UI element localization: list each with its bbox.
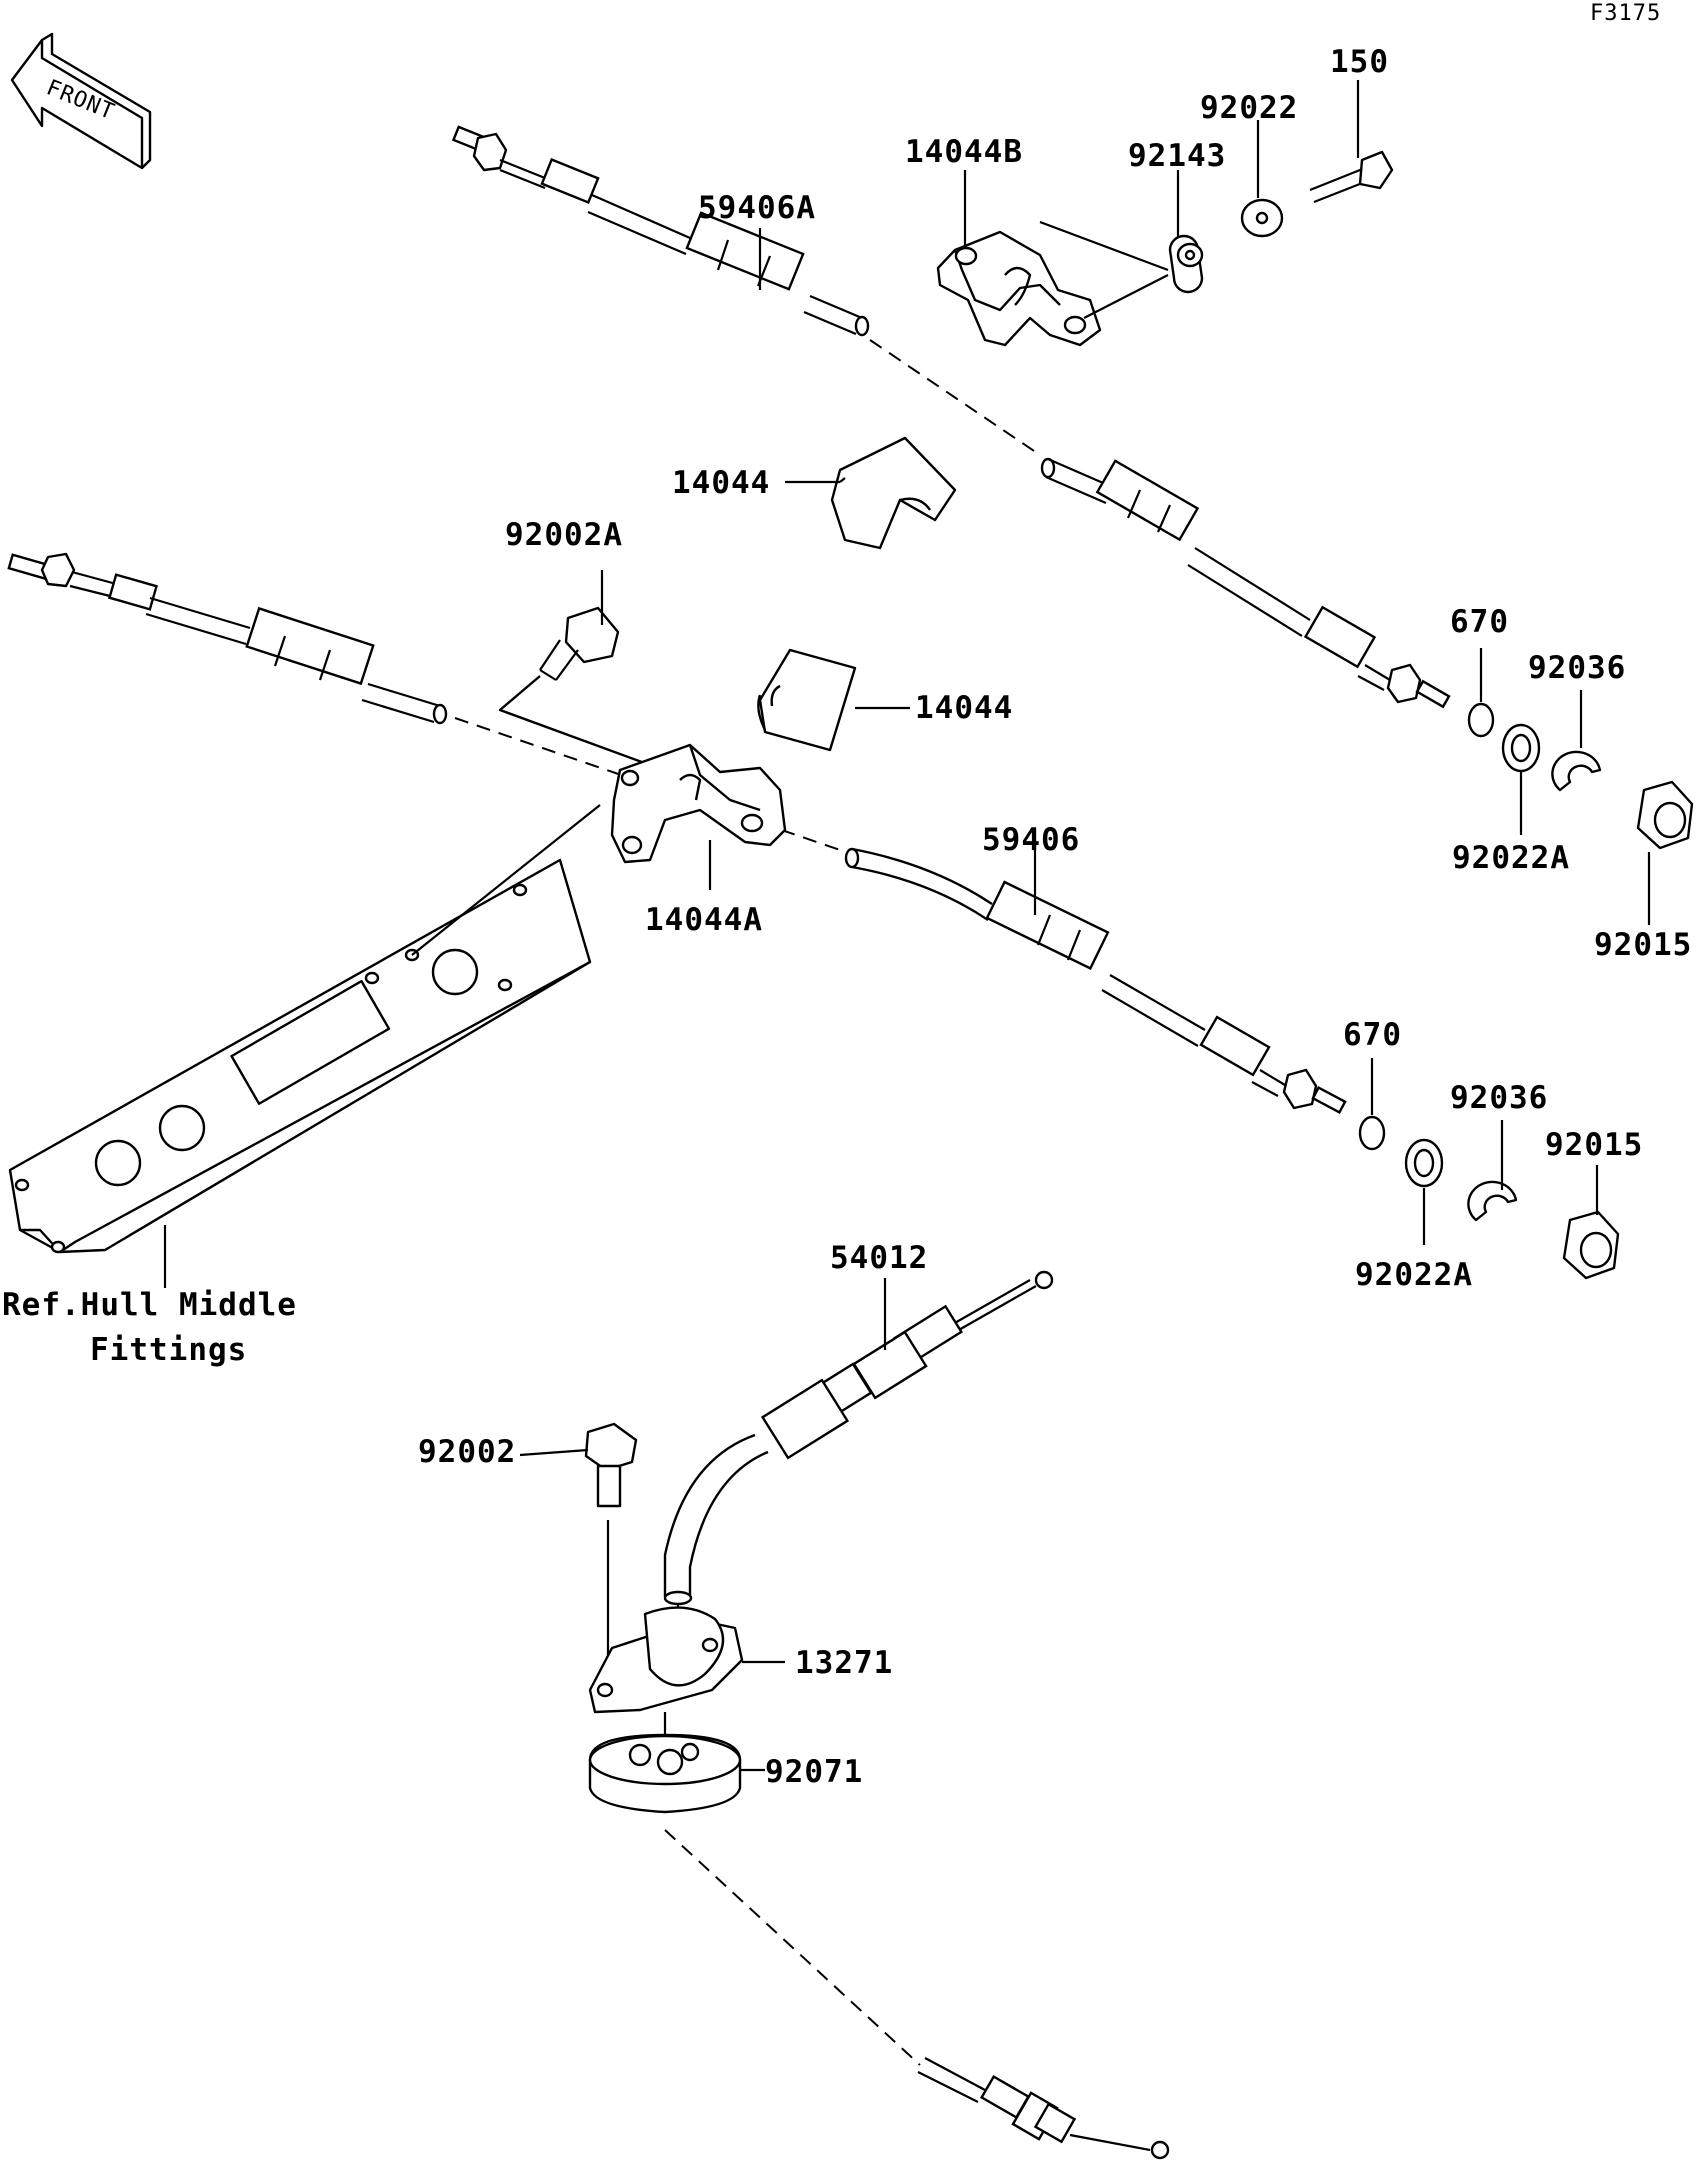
- clip-14044-lower: [757, 648, 857, 752]
- bracket-14044B: [936, 230, 1102, 347]
- label-14044-upper: 14044: [672, 465, 770, 501]
- label-92015-lower: 92015: [1545, 1127, 1643, 1163]
- label-92143: 92143: [1128, 138, 1226, 174]
- nut-92015-upper: [1636, 780, 1694, 850]
- plate-13271: [588, 1606, 785, 1714]
- label-92015-upper: 92015: [1594, 927, 1692, 963]
- label-14044B: 14044B: [905, 134, 1023, 170]
- reference-note-line2: Fittings: [90, 1332, 247, 1368]
- oring-670-upper: [1467, 702, 1495, 738]
- label-92071: 92071: [765, 1754, 863, 1790]
- nut-92015-lower: [1562, 1210, 1620, 1280]
- grommet-92071: [588, 1712, 921, 2066]
- oring-670-lower: [1358, 1115, 1386, 1151]
- label-59406: 59406: [982, 822, 1080, 858]
- label-92022A-lower: 92022A: [1355, 1257, 1473, 1293]
- clip-92036-lower: [1467, 1180, 1518, 1222]
- label-54012: 54012: [830, 1240, 928, 1276]
- label-150: 150: [1330, 44, 1389, 80]
- cable-54012: [663, 1270, 1054, 1655]
- label-92002: 92002: [418, 1434, 516, 1470]
- cable-54012-end: [917, 2057, 1170, 2160]
- leader-lines: [163, 80, 1651, 1350]
- washer-92022A-lower: [1404, 1138, 1444, 1188]
- figure-code: F3175: [1590, 1, 1661, 26]
- cable-59406A: [451, 125, 1451, 709]
- front-arrow-icon: FRONT: [10, 32, 152, 170]
- reference-note-line1: Ref.Hull Middle: [2, 1287, 297, 1323]
- label-92022A-upper: 92022A: [1452, 840, 1570, 876]
- bolt-92002: [519, 1422, 638, 1680]
- label-14044-lower: 14044: [915, 690, 1013, 726]
- cable-59406: [7, 552, 1347, 1114]
- label-670-upper: 670: [1450, 604, 1509, 640]
- bolt-150: [1309, 150, 1394, 204]
- washer-92022A-upper: [1501, 723, 1541, 773]
- clip-92036-upper: [1551, 750, 1602, 792]
- label-670-lower: 670: [1343, 1017, 1402, 1053]
- bracket-14044A: [610, 743, 787, 864]
- clip-14044-upper: [830, 436, 957, 550]
- label-92036-upper: 92036: [1528, 650, 1626, 686]
- bolt-92002A: [498, 606, 651, 767]
- label-92002A: 92002A: [505, 517, 623, 553]
- label-59406A: 59406A: [698, 190, 816, 226]
- spacer-92143: [1168, 234, 1204, 294]
- label-13271: 13271: [795, 1645, 893, 1681]
- part-labels: 150 92022 14044B 92143 59406A 14044 9200…: [2, 44, 1692, 1790]
- label-14044A: 14044A: [645, 902, 763, 938]
- washer-92022: [1240, 198, 1284, 238]
- hull-fittings-panel: [8, 804, 601, 1254]
- label-92022: 92022: [1200, 90, 1298, 126]
- label-92036-lower: 92036: [1450, 1080, 1548, 1116]
